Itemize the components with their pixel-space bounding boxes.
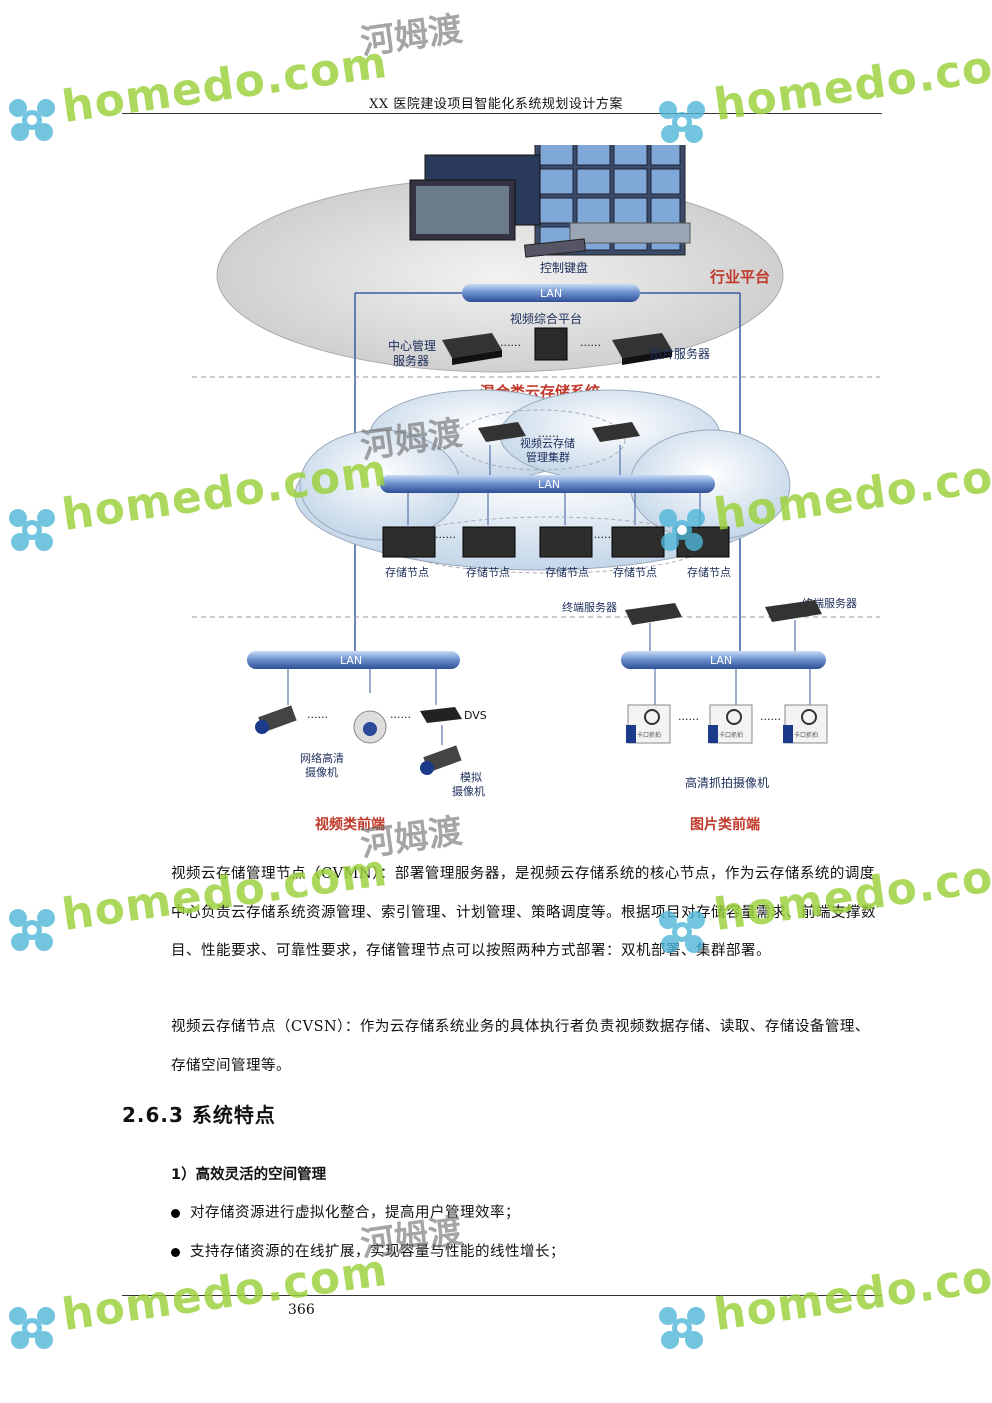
- paragraph-cvmn: 视频云存储管理节点（CVMN）：部署管理服务器，是视频云存储系统的核心节点，作为…: [171, 866, 876, 960]
- watermark: [650, 1268, 740, 1362]
- watermark: [0, 870, 90, 964]
- flower-logo-icon: [9, 1307, 55, 1349]
- svg-text:......: ......: [580, 336, 601, 349]
- label-analog-camera-l2: 摄像机: [452, 784, 485, 798]
- watermark: [0, 1268, 90, 1362]
- video-platform-chassis: [534, 327, 568, 361]
- label-snap-2: 卡口抓拍: [719, 731, 743, 739]
- svg-text:LAN: LAN: [540, 287, 562, 300]
- flower-logo-icon: [659, 1307, 705, 1349]
- bullet-text-2: 支持存储资源的在线扩展，实现容量与性能的线性增长；: [190, 1244, 565, 1260]
- dome-camera-icon: [353, 710, 387, 744]
- image-server-icon: [612, 333, 672, 365]
- label-center-server: 中心管理服务器: [388, 338, 436, 368]
- lan-pipe-bottom-right: LAN: [621, 651, 826, 669]
- label-image-frontend: 图片类前端: [690, 816, 760, 833]
- label-control-keyboard: 控制键盘: [540, 260, 588, 275]
- control-keyboard-icon: [523, 238, 587, 258]
- watermark-text: homedo.com: [58, 36, 391, 134]
- label-cluster-l2: 管理集群: [526, 450, 570, 464]
- svg-text:......: ......: [390, 708, 411, 721]
- svg-text:LAN: LAN: [340, 654, 362, 667]
- label-storage-node-4: 存储节点: [613, 565, 657, 579]
- label-ip-camera: 网络高清摄像机: [300, 751, 344, 779]
- ip-camera-box-icon: [255, 705, 297, 734]
- label-image-server: 图片服务器: [650, 346, 710, 361]
- lan-pipe-middle: LAN: [380, 475, 715, 493]
- watermark-text: homedo.com: [710, 1244, 992, 1341]
- flower-logo-icon: [9, 909, 55, 951]
- label-storage-node-1: 存储节点: [385, 565, 429, 579]
- label-storage-node-2: 存储节点: [466, 565, 510, 579]
- footer-rule: [122, 1295, 882, 1296]
- svg-text:......: ......: [538, 427, 559, 440]
- bullet-item-1: 对存储资源进行虚拟化整合，提高用户管理效率；: [171, 1201, 520, 1222]
- section-title: 2.6.3 系统特点: [122, 1103, 276, 1127]
- svg-text:LAN: LAN: [538, 478, 560, 491]
- svg-text:......: ......: [307, 708, 328, 721]
- snap-camera-3-icon: [783, 704, 828, 744]
- lan-pipe-bottom-left: LAN: [247, 651, 460, 669]
- label-terminal-server-1: 终端服务器: [562, 600, 617, 614]
- lan-pipe-top: LAN: [462, 284, 640, 302]
- sub-title: 1）高效灵活的空间管理: [171, 1167, 327, 1183]
- watermark-cn: 河姆渡: [358, 9, 465, 63]
- label-snap-camera: 高清抓拍摄像机: [685, 775, 769, 790]
- svg-text:......: ......: [435, 528, 456, 541]
- bullet-icon: [171, 1247, 180, 1257]
- label-analog-camera: 模拟摄像机: [452, 770, 485, 798]
- analog-camera-icon: [420, 745, 462, 775]
- bullet-text-1: 对存储资源进行虚拟化整合，提高用户管理效率；: [190, 1205, 520, 1221]
- console-desk: [569, 222, 691, 244]
- label-snap-3: 卡口抓拍: [794, 731, 818, 739]
- label-dvs: DVS: [464, 709, 487, 722]
- document-header: XX 医院建设项目智能化系统规划设计方案: [369, 97, 623, 112]
- label-storage-node-3: 存储节点: [545, 565, 589, 579]
- monitor-screens: [409, 154, 541, 241]
- flower-logo-icon: [9, 509, 55, 551]
- center-server-icon: [442, 333, 502, 365]
- label-video-platform: 视频综合平台: [510, 311, 582, 326]
- page-number: 366: [288, 1302, 315, 1318]
- dvs-icon: [420, 707, 462, 723]
- svg-text:......: ......: [590, 528, 611, 541]
- header-rule: [122, 113, 882, 114]
- terminal-server-2-icon: [765, 600, 822, 622]
- label-center-server-l1: 中心管理: [388, 338, 436, 353]
- cloud-storage-architecture-diagram: 控制键盘 行业平台 LAN 视频综合平台 ...... ...... 中心管理服…: [180, 134, 890, 845]
- storage-node-boxes: [382, 526, 730, 558]
- paragraph-cvsn: 视频云存储节点（CVSN）：作为云存储系统业务的具体执行者负责视频数据存储、读取…: [171, 1019, 870, 1074]
- cluster-server-2: [592, 422, 640, 442]
- label-snap-1: 卡口抓拍: [637, 731, 661, 739]
- label-cluster-l1: 视频云存储: [520, 436, 575, 450]
- video-wall: [534, 134, 686, 256]
- terminal-server-1-icon: [625, 603, 682, 625]
- watermark: [0, 470, 90, 564]
- bullet-icon: [171, 1208, 180, 1218]
- cluster-ellipse: [454, 409, 626, 471]
- svg-text:LAN: LAN: [710, 654, 732, 667]
- svg-text:......: ......: [760, 710, 781, 723]
- label-storage-node-5: 存储节点: [687, 565, 731, 579]
- svg-text:......: ......: [500, 336, 521, 349]
- svg-text:......: ......: [678, 710, 699, 723]
- bullet-item-2: 支持存储资源的在线扩展，实现容量与性能的线性增长；: [171, 1240, 565, 1261]
- label-platform: 行业平台: [709, 268, 770, 286]
- snap-camera-1-icon: [626, 704, 671, 744]
- cluster-server-1: [478, 422, 526, 442]
- label-center-server-l2: 服务器: [393, 353, 429, 368]
- label-cluster: 视频云存储管理集群: [520, 436, 575, 464]
- label-video-frontend: 视频类前端: [315, 816, 385, 833]
- label-ip-camera-l1: 网络高清: [300, 751, 344, 765]
- watermark-text: homedo.com: [710, 34, 992, 132]
- snap-camera-2-icon: [708, 704, 753, 744]
- label-ip-camera-l2: 摄像机: [305, 765, 338, 779]
- label-analog-camera-l1: 模拟: [460, 770, 482, 784]
